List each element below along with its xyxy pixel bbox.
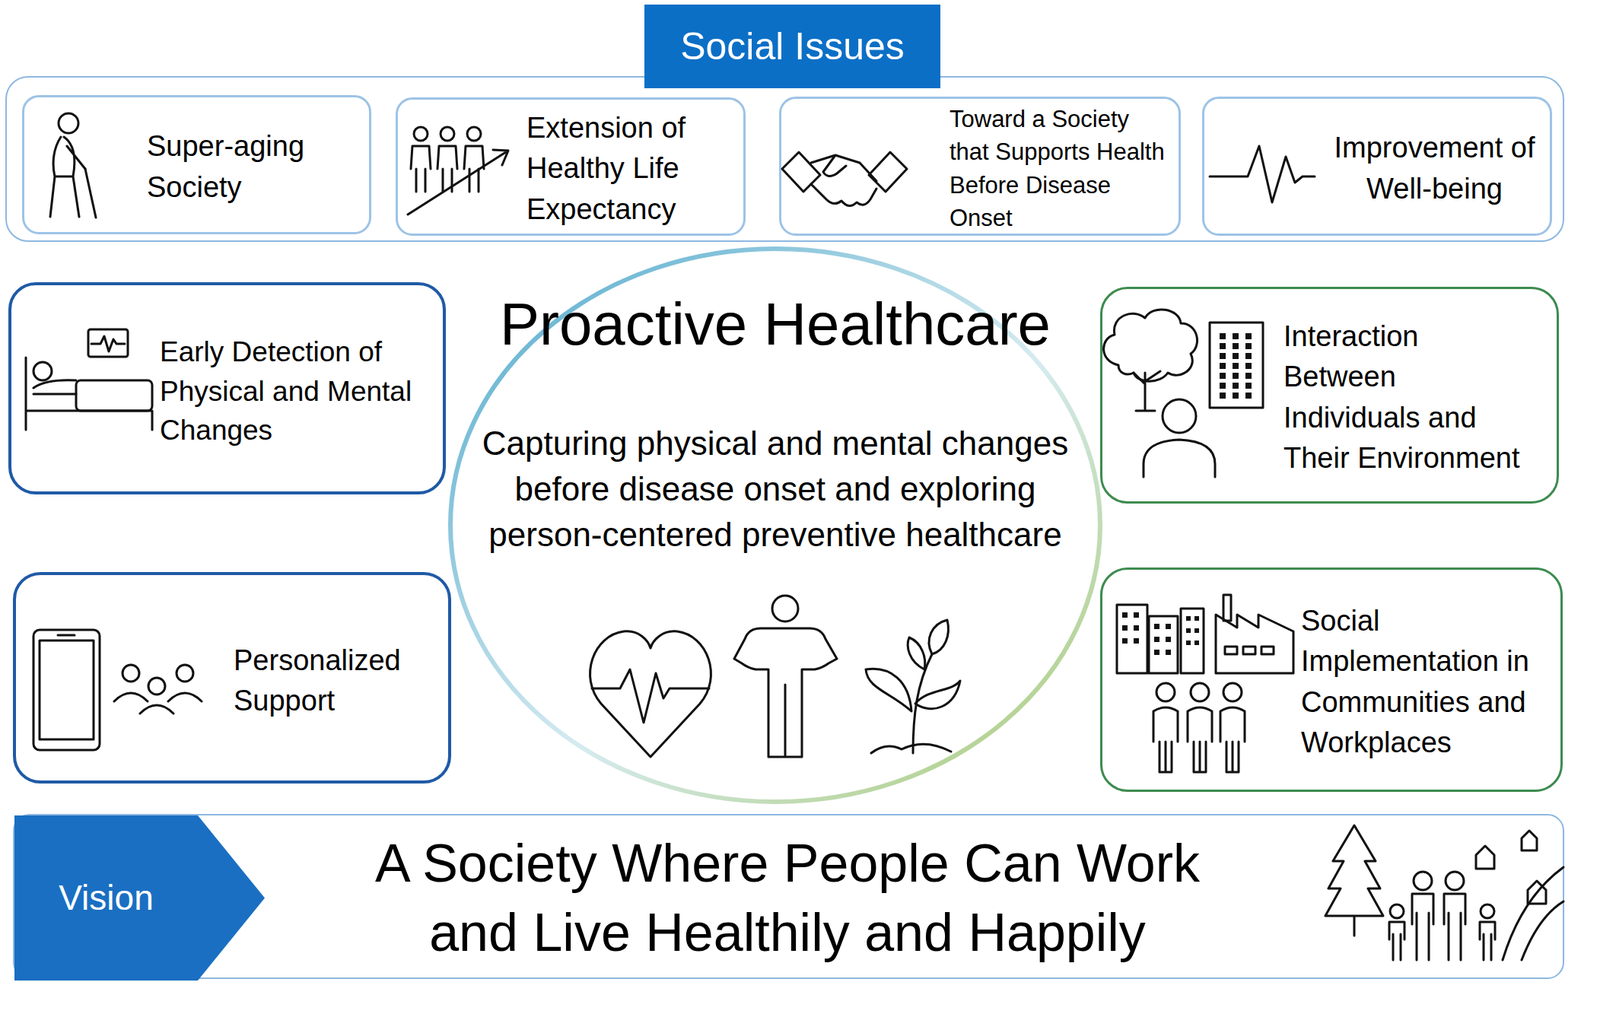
adult-head — [1445, 871, 1464, 891]
growth-people-icon — [407, 127, 509, 215]
person-head — [772, 595, 799, 622]
person-shoulders — [1143, 439, 1216, 478]
core-circle: Proactive HealthcareCapturing physical a… — [446, 244, 1104, 806]
left-cuff — [782, 152, 821, 192]
handshake-icon — [782, 152, 907, 207]
soil — [871, 744, 952, 754]
box-label: Social Implementation in Communities and… — [1300, 569, 1556, 795]
mattress — [76, 380, 153, 411]
band-heading: Social Issues — [644, 4, 941, 89]
person-head — [467, 127, 481, 141]
box-label: Early Detection of Physical and Mental C… — [159, 285, 446, 498]
right-cuff — [868, 152, 907, 192]
box-label: Toward a Society that Supports Health Be… — [949, 98, 1174, 239]
box-label: Interaction Between Individuals and Thei… — [1283, 289, 1539, 506]
building — [1116, 604, 1148, 674]
person-bodies — [1153, 707, 1245, 773]
tree-trunk — [1133, 371, 1161, 411]
person-head — [1190, 683, 1209, 702]
building — [1180, 608, 1204, 674]
road — [1502, 867, 1564, 961]
family-town-icon — [1325, 825, 1564, 961]
building — [1209, 322, 1263, 408]
approach-box: Interaction Between Individuals and Thei… — [1100, 286, 1559, 504]
adult-body — [1444, 893, 1466, 961]
chimney — [1223, 594, 1232, 621]
bed-frame — [25, 357, 153, 430]
vision-band: A Society Where People Can Work and Live… — [12, 814, 1565, 980]
approach-box: Personalized Support — [12, 572, 452, 784]
box-label: Extension of Healthy Life Expectancy — [526, 99, 744, 239]
factory — [1215, 614, 1294, 674]
person-head — [1223, 683, 1242, 702]
person-head — [413, 127, 428, 141]
circle-body: Capturing physical and mental changes be… — [470, 416, 1080, 562]
phone-people-icon — [33, 629, 202, 751]
child-head — [1390, 904, 1404, 919]
building-windows — [1122, 612, 1200, 656]
issue-box: Super-aging Society — [22, 95, 372, 235]
heart-outline — [590, 631, 712, 758]
child-head — [1480, 904, 1495, 919]
person-head — [122, 664, 140, 682]
bed-monitor-icon — [25, 329, 153, 430]
building-windows — [1219, 333, 1252, 399]
elderly-head — [58, 113, 79, 134]
patient-body — [33, 380, 77, 395]
building — [1148, 616, 1178, 674]
heart-icon — [590, 631, 712, 758]
person-bodies — [410, 146, 484, 192]
tree-crown — [1103, 309, 1198, 382]
phone-screen — [39, 640, 94, 740]
vision-tag: Vision — [14, 815, 198, 981]
chevron-shape — [14, 815, 265, 981]
houses — [1475, 830, 1546, 904]
person-shoulders — [114, 693, 202, 714]
hands — [811, 155, 877, 207]
pine-tree — [1325, 825, 1384, 936]
sprout-leaves — [865, 620, 961, 712]
elderly-icon — [50, 113, 96, 218]
elderly-body — [50, 136, 86, 217]
approach-box: Social Implementation in Communities and… — [1100, 567, 1563, 793]
issue-box: Toward a Society that Supports Health Be… — [779, 96, 1181, 236]
adult-head — [1413, 871, 1432, 891]
person-head — [176, 664, 194, 682]
vision-statement: A Society Where People Can Work and Live… — [296, 815, 1279, 981]
factory-windows — [1224, 646, 1274, 655]
adult-body — [1412, 893, 1434, 961]
child-body — [1389, 922, 1405, 961]
box-label: Improvement of Well-being — [1318, 98, 1551, 239]
phone — [33, 629, 100, 751]
person-head — [440, 127, 455, 141]
community-icon — [1116, 594, 1294, 773]
issue-box: Improvement of Well-being — [1202, 96, 1553, 236]
box-label: Super-aging Society — [146, 97, 364, 237]
box-label: Personalized Support — [233, 575, 439, 787]
child-body — [1479, 922, 1496, 961]
issues-band: Social IssuesSuper-aging SocietyExtensio… — [5, 76, 1565, 242]
phone-speaker — [57, 634, 75, 637]
person-head — [1162, 399, 1197, 433]
sprout-icon — [865, 620, 961, 754]
vision-chevron: Vision — [14, 815, 265, 981]
monitor — [88, 329, 128, 357]
monitor-trace — [91, 336, 125, 352]
ecg-line-icon — [1209, 146, 1315, 203]
issue-box: Extension of Healthy Life Expectancy — [395, 97, 746, 236]
sprout-stem — [912, 654, 933, 754]
circle-title: Proactive Healthcare — [446, 286, 1104, 363]
person-body — [734, 628, 837, 758]
cane — [85, 168, 96, 218]
environment-icon — [1103, 309, 1263, 478]
rising-arrow — [407, 149, 509, 215]
person-head — [148, 677, 166, 695]
person-icon — [734, 595, 837, 758]
approach-box: Early Detection of Physical and Mental C… — [8, 282, 446, 495]
patient-head — [33, 362, 52, 381]
heart-trace — [591, 669, 710, 723]
person-head — [1156, 683, 1175, 702]
